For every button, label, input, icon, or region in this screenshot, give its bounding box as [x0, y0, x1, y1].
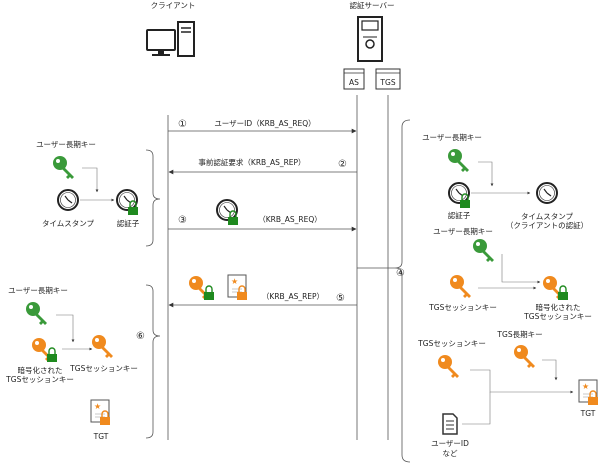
lb-tgs-session-key-label: TGSセッションキー: [69, 364, 138, 373]
r-green-key-2-icon: [473, 239, 494, 262]
orange-key-locked-icon: [189, 276, 215, 301]
lt-key-connector: [82, 167, 99, 193]
r-authenticator-label: 認証子: [448, 210, 471, 220]
tgt-ticket-icon: [227, 274, 248, 301]
r-encrypted-label-1: 暗号化された: [536, 302, 581, 312]
r-user-key-1-label: ユーザー長期キー: [422, 133, 482, 142]
r-document-icon: [442, 413, 458, 435]
lb-user-key-label: ユーザー長期キー: [8, 286, 68, 295]
step5-label: （KRB_AS_REP）: [262, 292, 324, 301]
step2-number: ②: [338, 159, 347, 170]
left-top-brace: [145, 149, 161, 247]
r-timestamp-label-2: （クライアントの認証）: [506, 220, 588, 230]
step1-number: ①: [178, 119, 187, 130]
r-tgs-session-key-2-label: TGSセッションキー: [417, 339, 486, 348]
r-encrypted-label-2: TGSセッションキー: [523, 312, 592, 321]
r-timestamp-clock-icon: [536, 182, 558, 204]
lb-tgs-session-key-icon: [92, 335, 113, 358]
as-box: AS: [343, 68, 365, 90]
step3-number: ③: [178, 215, 187, 226]
tgs-box: TGS: [375, 68, 401, 90]
r-tgs-session-key-label: TGSセッションキー: [428, 303, 497, 312]
r-green-key-1-icon: [448, 149, 469, 172]
server-icon: [357, 16, 383, 62]
r-key1-connector: [478, 161, 494, 187]
step4-number: ④: [396, 268, 405, 279]
r-authenticator-clock-icon: [448, 182, 471, 209]
client-header: クライアント: [151, 1, 196, 10]
svg-text:TGS: TGS: [379, 78, 395, 87]
r-tgs-long-key-label: TGS長期キー: [496, 330, 542, 339]
r-user-id-label-2: など: [443, 449, 458, 458]
r-doc-connector: [462, 392, 491, 425]
r-tgt-label: TGT: [580, 409, 596, 418]
step2-label: 事前認証要求（KRB_AS_REP）: [198, 157, 305, 167]
lb-key-connector: [56, 314, 75, 343]
lb-tgt-icon: [90, 399, 111, 426]
lt-timestamp-clock-icon: [57, 189, 79, 211]
lt-timestamp-label: タイムスタンプ: [42, 219, 95, 228]
server-header: 認証サーバー: [350, 0, 395, 10]
lb-encrypted-label-2: TGSセッションキー: [5, 375, 74, 384]
lt-user-key-label: ユーザー長期キー: [36, 140, 96, 149]
left-bottom-brace: [145, 284, 161, 439]
lb-green-key-icon: [26, 302, 47, 325]
r-tgt-icon: [578, 379, 599, 406]
r-tgs-session-key-icon: [450, 275, 471, 298]
lt-green-key-icon: [53, 156, 74, 179]
step1-label: ユーザーID（KRB_AS_REQ）: [214, 119, 315, 128]
r-tgs-long-key-icon: [514, 345, 535, 368]
step6-number: ⑥: [136, 331, 145, 342]
authenticator-clock-icon: [216, 199, 239, 226]
r-key2-connector: [501, 254, 541, 284]
lt-authenticator-clock-icon: [116, 189, 139, 216]
r-timestamp-label-1: タイムスタンプ: [521, 212, 574, 221]
step3-label: （KRB_AS_REQ）: [258, 215, 322, 224]
client-computer-icon: [146, 21, 195, 57]
svg-text:AS: AS: [349, 78, 359, 87]
right-brace: [357, 119, 411, 463]
step5-number: ⑤: [336, 293, 345, 304]
lb-encrypted-label-1: 暗号化された: [18, 365, 63, 375]
lb-encrypted-tgs-key-icon: [32, 338, 58, 363]
lt-authenticator-label: 認証子: [117, 218, 140, 228]
r-user-key-2-label: ユーザー長期キー: [433, 227, 493, 236]
r-tgs-session-key-2-icon: [438, 355, 459, 378]
r-user-id-label-1: ユーザーID: [431, 439, 469, 448]
r-tgs-key-connector: [542, 359, 558, 381]
lb-tgt-label: TGT: [93, 432, 109, 441]
r-encrypted-tgs-key-icon: [543, 276, 569, 301]
r-session-to-tgt-arrow: [470, 369, 574, 394]
